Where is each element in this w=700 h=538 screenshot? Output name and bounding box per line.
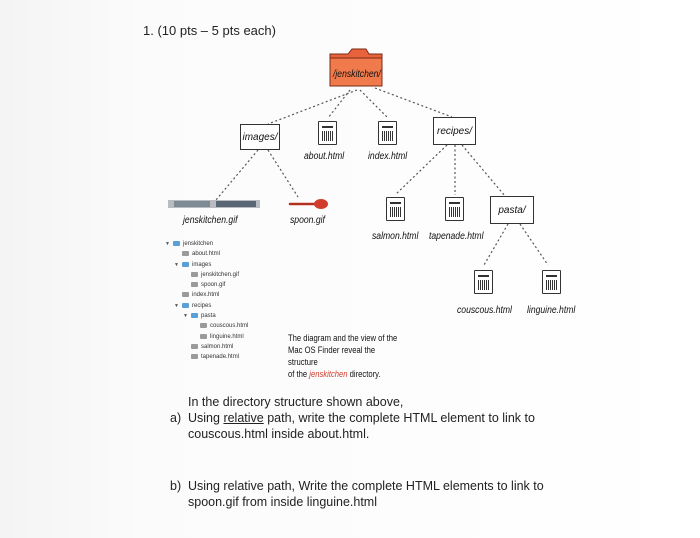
spoon-icon: [288, 199, 328, 209]
linguine-html-icon: [542, 270, 561, 294]
finder-row[interactable]: ▼ images: [165, 260, 285, 270]
file-icon: [191, 343, 198, 349]
index-html-icon: [378, 121, 397, 145]
images-folder-label: images/: [242, 132, 278, 143]
couscous-html-icon: [474, 270, 493, 294]
salmon-html-icon: [386, 197, 405, 221]
file-icon: [182, 251, 189, 257]
pasta-folder: pasta/: [490, 196, 534, 224]
part-b-marker: b): [170, 479, 182, 493]
folder-icon: [191, 313, 198, 318]
jenskitchen-gif-label: jenskitchen.gif: [183, 215, 238, 226]
images-folder: images/: [240, 124, 280, 150]
tapenade-html-label: tapenade.html: [429, 231, 484, 242]
disclosure-triangle-icon[interactable]: ▼: [174, 261, 179, 268]
root-folder-label: /jenskitchen/: [333, 69, 381, 80]
finder-row-name: recipes: [192, 302, 212, 309]
file-icon: [200, 323, 207, 329]
disclosure-triangle-icon[interactable]: ▼: [174, 302, 179, 309]
spoon-gif-label: spoon.gif: [290, 215, 325, 226]
recipes-folder: recipes/: [433, 117, 476, 145]
caption-line-2: Mac OS Finder reveal the structure: [288, 345, 376, 367]
folder-icon: [182, 261, 189, 267]
folder-icon: [182, 302, 189, 308]
linguine-html-label: linguine.html: [527, 305, 576, 316]
salmon-html-label: salmon.html: [372, 231, 419, 242]
pasta-folder-label: pasta/: [498, 205, 526, 216]
caption-line-3-pre: of the: [288, 369, 310, 379]
diagram-caption: The diagram and the view of the Mac OS F…: [288, 332, 407, 380]
finder-row[interactable]: jenskitchen.gif: [165, 270, 285, 280]
file-icon: [182, 292, 189, 298]
finder-row[interactable]: couscous.html: [165, 321, 285, 331]
caption-highlight: jenskitchen: [309, 369, 348, 379]
jenskitchen-gif-icon: [168, 200, 260, 208]
finder-row-name: tapenade.html: [201, 354, 240, 361]
recipes-folder-label: recipes/: [436, 126, 472, 137]
finder-row-name: images: [192, 261, 212, 268]
finder-row[interactable]: spoon.gif: [165, 280, 285, 290]
about-html-icon: [318, 121, 337, 145]
file-icon: [200, 333, 207, 339]
question-title: 1. (10 pts – 5 pts each): [143, 23, 276, 38]
finder-row[interactable]: ▼ recipes: [165, 301, 285, 311]
tapenade-html-icon: [445, 197, 464, 221]
finder-row-name: salmon.html: [201, 343, 234, 350]
caption-line-3-post: directory.: [347, 369, 381, 379]
question-intro: In the directory structure shown above,: [188, 395, 404, 409]
part-a-line-1: Using relative path, write the complete …: [188, 410, 535, 426]
part-a-marker: a): [170, 411, 182, 425]
finder-row-name: linguine.html: [210, 333, 244, 340]
part-a-line-2: couscous.html inside about.html.: [188, 427, 370, 441]
finder-row-name: spoon.gif: [201, 282, 226, 289]
part-b-line-2: spoon.gif from inside linguine.html: [188, 495, 377, 509]
about-html-label: about.html: [304, 151, 345, 162]
finder-row-name: couscous.html: [210, 323, 249, 330]
finder-listing: ▼ jenskitchen about.html ▼ images jenskitchen…: [165, 239, 285, 363]
couscous-html-label: couscous.html: [457, 305, 512, 316]
finder-row[interactable]: index.html: [165, 290, 285, 300]
disclosure-triangle-icon[interactable]: ▼: [165, 241, 170, 247]
caption-line-1: The diagram and the view of the: [288, 333, 398, 343]
caption-line-3: of the jenskitchen directory.: [288, 368, 407, 380]
index-html-label: index.html: [368, 151, 408, 162]
finder-row[interactable]: linguine.html: [165, 332, 285, 342]
finder-row-name: pasta: [201, 313, 216, 320]
folder-icon: [173, 240, 180, 246]
part-a-post: path, write the complete HTML element to…: [263, 411, 535, 425]
finder-row-name: jenskitchen.gif: [201, 271, 240, 278]
finder-row[interactable]: salmon.html: [165, 342, 285, 352]
finder-row[interactable]: tapenade.html: [165, 352, 285, 362]
finder-row-name: about.html: [192, 251, 221, 258]
finder-row[interactable]: ▼ pasta: [165, 311, 285, 321]
part-a-pre: Using: [188, 411, 224, 425]
finder-row-name: index.html: [192, 292, 220, 299]
file-icon: [191, 282, 198, 288]
root-folder-icon: [329, 48, 383, 87]
part-b-line-1: Using relative path, Write the complete …: [188, 479, 544, 493]
finder-row[interactable]: about.html: [165, 249, 285, 259]
file-icon: [191, 271, 198, 277]
disclosure-triangle-icon[interactable]: ▼: [183, 313, 188, 320]
file-icon: [191, 354, 198, 360]
part-a-relative: relative: [223, 411, 264, 425]
finder-row[interactable]: ▼ jenskitchen: [165, 239, 285, 249]
finder-row-name: jenskitchen: [183, 241, 214, 247]
